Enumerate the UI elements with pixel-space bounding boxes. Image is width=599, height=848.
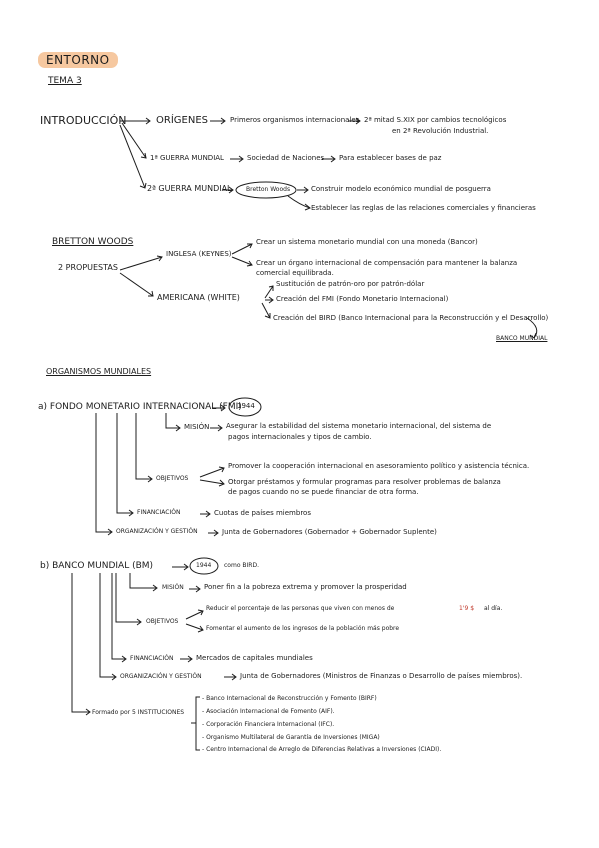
- fmi-mision-label: MISIÓN: [184, 423, 210, 431]
- bm-mision-text: Poner fin a la pobreza extrema y promove…: [204, 583, 407, 591]
- inglesa-label: INGLESA (KEYNES): [166, 250, 232, 258]
- bretton-title: BRETTON WOODS: [52, 237, 134, 247]
- bm-year: 1944: [196, 562, 212, 569]
- fmi-objetivo-1: Promover la cooperación internacional en…: [228, 462, 530, 470]
- bm-objetivo-1-post: al día.: [484, 605, 503, 612]
- fmi-gestion-text: Junta de Gobernadores (Gobernador + Gobe…: [222, 528, 437, 536]
- fmi-year: 1944: [237, 402, 255, 410]
- bm-objetivo-2: Fomentar el aumento de los ingresos de l…: [206, 625, 400, 632]
- bm-objetivo-1-pre: Reducir el porcentaje de las personas qu…: [206, 605, 395, 612]
- propuestas-label: 2 PROPUESTAS: [58, 263, 118, 272]
- origenes-text-3: en 2ª Revolución Industrial.: [392, 127, 489, 135]
- bm-financiacion-label: FINANCIACIÓN: [130, 655, 174, 662]
- americana-item-3: Creación del BIRD (Banco Internacional p…: [273, 314, 549, 322]
- organismos-title: ORGANISMOS MUNDIALES: [46, 367, 152, 376]
- bm-financiacion-text: Mercados de capitales mundiales: [196, 654, 313, 662]
- origenes-label: ORÍGENES: [156, 115, 208, 126]
- institucion-item: - Corporación Financiera Internacional (…: [202, 721, 335, 728]
- americana-label: AMERICANA (WHITE): [157, 293, 240, 302]
- origenes-text-1: Primeros organismos internacionales: [230, 116, 360, 124]
- guerra1-text-1: Sociedad de Naciones: [247, 154, 325, 162]
- bm-objetivo-1-amount: 1'9 $: [459, 605, 475, 612]
- bm-objetivos-label: OBJETIVOS: [146, 618, 179, 625]
- institucion-item: - Centro Internacional de Arreglo de Dif…: [202, 746, 442, 753]
- bm-gestion-label: ORGANIZACIÓN Y GESTIÓN: [120, 673, 202, 680]
- page-title: ENTORNO: [38, 52, 118, 68]
- guerra2-label: 2ª GUERRA MUNDIAL: [147, 184, 232, 193]
- fmi-mision-a: Asegurar la estabilidad del sistema mone…: [226, 422, 492, 430]
- bm-heading: b) BANCO MUNDIAL (BM): [40, 561, 154, 571]
- page-subtitle: TEMA 3: [48, 76, 82, 86]
- inglesa-item-2b: comercial equilibrada.: [256, 269, 334, 277]
- bm-formado-label: Formado por 5 INSTITUCIONES: [92, 709, 185, 716]
- guerra2-text-2: Establecer las reglas de las relaciones …: [311, 204, 536, 212]
- origenes-text-2: 2ª mitad S.XIX por cambios tecnológicos: [364, 116, 507, 124]
- institucion-item: - Organismo Multilateral de Garantía de …: [202, 734, 380, 741]
- inglesa-item-2a: Crear un órgano internacional de compens…: [256, 259, 518, 267]
- bretton-woods-circle-label: Bretton Woods: [246, 186, 291, 193]
- fmi-mision-b: pagos internacionales y tipos de cambio.: [228, 433, 372, 441]
- americana-item-2: Creación del FMI (Fondo Monetario Intern…: [276, 295, 449, 303]
- inglesa-item-1: Crear un sistema monetario mundial con u…: [256, 238, 478, 246]
- bm-year-suffix: como BIRD.: [224, 562, 259, 569]
- fmi-objetivos-label: OBJETIVOS: [156, 475, 189, 482]
- bm-gestion-text: Junta de Gobernadores (Ministros de Fina…: [240, 672, 523, 680]
- guerra1-label: 1ª GUERRA MUNDIAL: [150, 154, 224, 162]
- bm-mision-label: MISIÓN: [162, 584, 184, 591]
- fmi-objetivo-2b: de pagos cuando no se puede financiar de…: [228, 488, 419, 496]
- banco-mundial-note: BANCO MUNDIAL: [496, 335, 548, 342]
- guerra2-text-1: Construir modelo económico mundial de po…: [311, 185, 491, 193]
- fmi-heading: a) FONDO MONETARIO INTERNACIONAL (FMI): [38, 402, 242, 412]
- institucion-item: - Asociación Internacional de Fomento (A…: [202, 708, 335, 715]
- americana-item-1: Sustitución de patrón-oro por patrón-dól…: [276, 280, 425, 288]
- fmi-objetivo-2a: Otorgar préstamos y formular programas p…: [228, 478, 501, 486]
- guerra1-text-2: Para establecer bases de paz: [339, 154, 442, 162]
- fmi-gestion-label: ORGANIZACIÓN Y GESTIÓN: [116, 528, 198, 535]
- intro-label: INTRODUCCIÓN: [40, 114, 127, 127]
- fmi-financiacion-text: Cuotas de países miembros: [214, 509, 311, 517]
- institucion-item: - Banco Internacional de Reconstrucción …: [202, 695, 377, 702]
- fmi-financiacion-label: FINANCIACIÓN: [137, 509, 181, 516]
